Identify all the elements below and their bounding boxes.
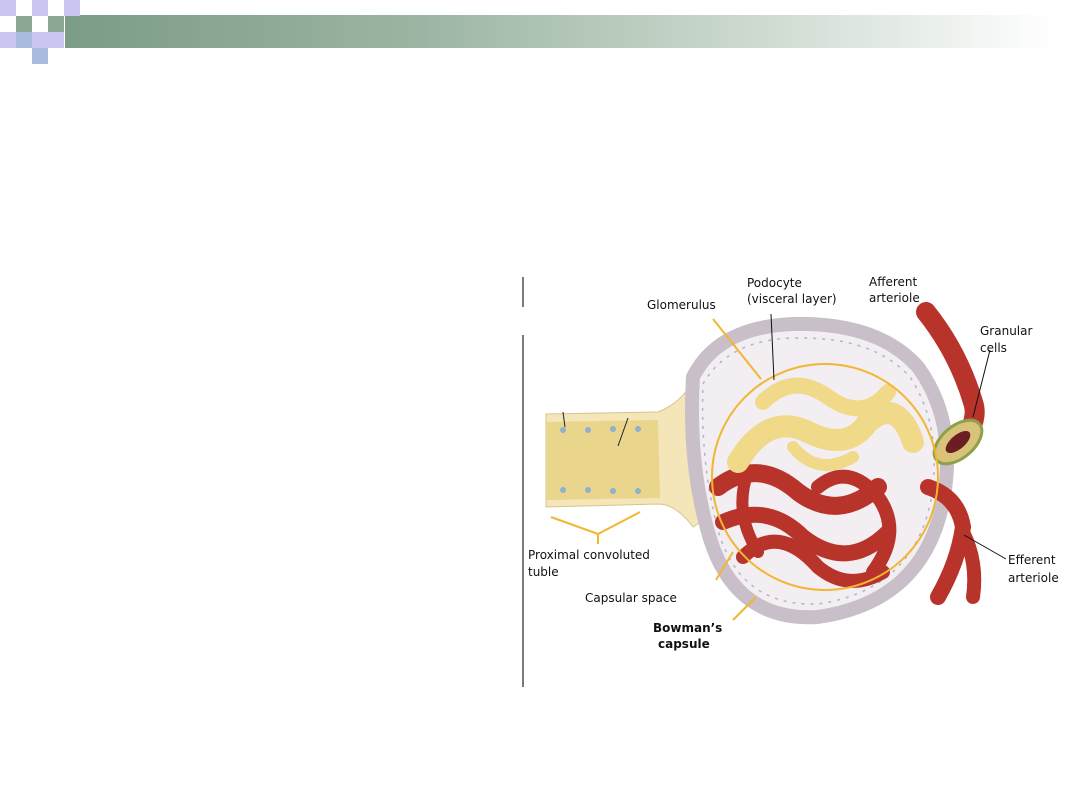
efferent-arteriole-label: arteriole (1008, 571, 1059, 585)
title-band (65, 15, 1055, 48)
podocyte-label: Podocyte (747, 276, 802, 290)
deco-square-lilac (32, 0, 48, 16)
bowmans-capsule-label: Bowman’s (653, 621, 722, 635)
deco-square-green (48, 16, 64, 32)
black-leader-lines (770, 313, 1007, 560)
granular-cells-label: Granular (980, 324, 1032, 338)
deco-square-green (16, 16, 32, 32)
capsular-space-label: Capsular space (585, 591, 677, 605)
deco-square-lilac (32, 32, 48, 48)
proximal-tubule-label: Proximal convoluted (528, 548, 650, 562)
deco-square-lilac (0, 32, 16, 48)
deco-square-lilac (48, 32, 64, 48)
deco-square-blue (16, 32, 32, 48)
deco-square-lilac (64, 0, 80, 16)
deco-square-lilac (0, 0, 16, 16)
renal-corpuscle-diagram: Podocyte (visceral layer) Afferent arter… (522, 275, 1059, 687)
granular-cells-label: cells (980, 341, 1007, 355)
efferent-arteriole-label: Efferent (1008, 553, 1056, 567)
afferent-arteriole-label: arteriole (869, 291, 920, 305)
glomerulus-capillaries (709, 464, 897, 588)
granular-cells-drawing (932, 418, 984, 466)
glomerulus-label: Glomerulus (647, 298, 716, 312)
podocyte-label: (visceral layer) (747, 292, 837, 306)
proximal-tubule-drawing (545, 379, 709, 528)
bowmans-capsule-label: capsule (658, 637, 710, 651)
afferent-arteriole-label: Afferent (869, 275, 918, 289)
proximal-tubule-label: tuble (528, 565, 559, 579)
yellow-leader-lines (550, 318, 762, 621)
glomerulus-highlight-circle (711, 363, 939, 591)
deco-square-blue (32, 48, 48, 64)
podocyte-drawing (727, 377, 924, 473)
